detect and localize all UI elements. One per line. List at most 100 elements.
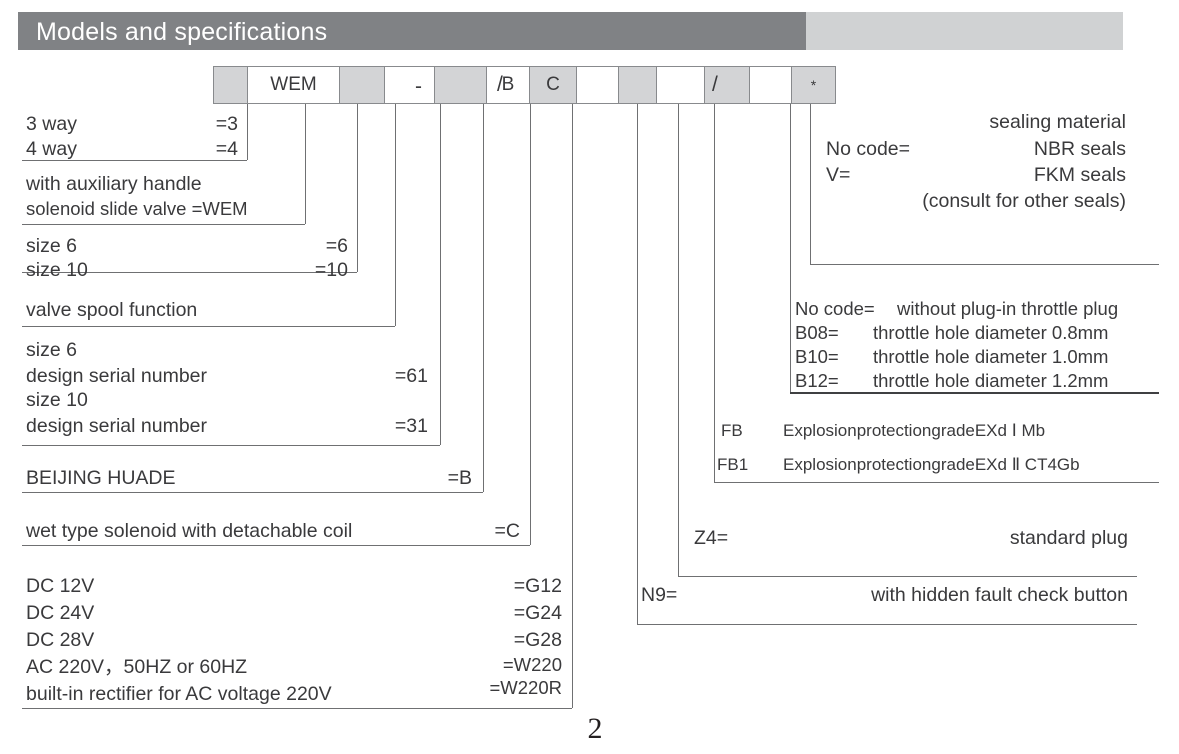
model-code-cell-10: [704, 66, 749, 104]
leader-line-plug-v: [678, 104, 679, 576]
model-code-cell-2: [339, 66, 384, 104]
header-bar-dark: [18, 12, 806, 50]
value-3-way: =3: [215, 113, 238, 135]
label-auxiliary-handle: with auxiliary handle: [26, 173, 202, 195]
value-fault-check: with hidden fault check button: [871, 584, 1128, 606]
model-code-cell-11: [749, 66, 791, 104]
value-size-6: =6: [325, 235, 348, 257]
leader-line-voltage-v: [572, 104, 573, 708]
leader-line-manufacturer-v: [483, 104, 484, 492]
leader-line-explosion-h: [714, 482, 1159, 483]
label-wet-solenoid: wet type solenoid with detachable coil: [26, 520, 353, 542]
label-n9: N9=: [641, 584, 678, 606]
label-no-code-seal: No code=: [826, 138, 911, 160]
label-dc-24v: DC 24V: [26, 602, 95, 624]
value-ac-220v: =W220: [502, 654, 562, 675]
label-manufacturer: BEIJING HUADE: [26, 467, 176, 489]
value-nbr-seals: NBR seals: [1033, 138, 1126, 160]
label-fb: FB: [721, 421, 743, 440]
leader-line-way-h: [22, 160, 247, 161]
leader-line-serial-v: [440, 104, 441, 445]
value-manufacturer: =B: [447, 467, 472, 489]
leader-line-throttle-h: [790, 392, 1159, 394]
value-b10: throttle hole diameter 1.0mm: [873, 346, 1109, 367]
model-code-cell-12: *: [791, 66, 836, 104]
value-fb: ExplosionprotectiongradeEXd Ⅰ Mb: [783, 421, 1046, 440]
leader-line-explosion-v: [714, 104, 715, 482]
leader-line-fault-h: [637, 624, 1137, 625]
value-size-10: =10: [314, 259, 348, 281]
model-code-cell-6: C: [529, 66, 576, 104]
value-builtin-rectifier: =W220R: [489, 677, 563, 698]
label-solenoid-slide-valve: solenoid slide valve =WEM: [26, 198, 248, 219]
leader-line-plug-h: [678, 576, 1137, 577]
leader-line-spool-v: [395, 104, 396, 326]
label-serial-size-10: size 10: [26, 389, 88, 411]
leader-line-valve-type-v: [305, 104, 306, 224]
page-number: 2: [587, 712, 603, 745]
model-code-cell-4: [434, 66, 486, 104]
label-serial-size-6: size 6: [26, 339, 77, 361]
leader-line-way-v: [247, 104, 248, 160]
model-code-cell-0: [213, 66, 247, 104]
label-no-code-throttle: No code=: [795, 298, 875, 319]
model-code-cell-5: B: [486, 66, 529, 104]
leader-line-sealing-h: [810, 264, 1159, 265]
value-fkm-seals: FKM seals: [1033, 164, 1126, 186]
leader-line-manufacturer-h: [22, 492, 483, 493]
model-code-cell-8: [618, 66, 656, 104]
model-code-cell-3: [384, 66, 434, 104]
leader-line-voltage-h: [22, 708, 572, 709]
value-fb1: ExplosionprotectiongradeEXd Ⅱ CT4Gb: [783, 455, 1080, 474]
code-separator-dash: -: [415, 75, 422, 98]
label-dc-28v: DC 28V: [26, 629, 95, 651]
leader-line-size-v: [357, 104, 358, 272]
leader-line-fault-v: [637, 104, 638, 624]
value-dc-28v: =G28: [513, 629, 562, 651]
label-v-seal: V=: [826, 164, 851, 186]
leader-line-throttle-v: [790, 104, 791, 392]
label-fb1: FB1: [717, 455, 749, 474]
value-4-way: =4: [215, 138, 238, 160]
leader-line-serial-h: [22, 445, 440, 446]
label-4-way: 4 way: [26, 138, 77, 160]
model-code-cell-1: WEM: [247, 66, 339, 104]
value-b12: throttle hole diameter 1.2mm: [873, 370, 1109, 391]
leader-line-valve-type-h: [22, 224, 305, 225]
label-b08: B08=: [795, 322, 839, 343]
value-design-serial-number-10: =31: [394, 415, 428, 437]
code-separator-slash-1: /: [497, 73, 503, 96]
model-code-cell-7: [576, 66, 618, 104]
value-standard-plug: standard plug: [1009, 527, 1128, 549]
label-valve-spool-function: valve spool function: [26, 299, 198, 321]
label-b12: B12=: [795, 370, 839, 391]
leader-line-solenoid-v: [530, 104, 531, 545]
value-no-code-throttle: without plug-in throttle plug: [897, 298, 1119, 319]
label-z4: Z4=: [694, 527, 729, 549]
label-3-way: 3 way: [26, 113, 77, 135]
value-b08: throttle hole diameter 0.8mm: [873, 322, 1109, 343]
label-ac-220v: AC 220V，50HZ or 60HZ: [26, 656, 248, 678]
header-bar-light: [806, 12, 1123, 50]
label-design-serial-number-10: design serial number: [26, 415, 208, 437]
label-b10: B10=: [795, 346, 839, 367]
leader-line-size-h: [22, 272, 357, 273]
page-title: Models and specifications: [36, 18, 328, 46]
value-wet-solenoid: =C: [494, 520, 520, 542]
note-consult-other-seals: (consult for other seals): [922, 190, 1126, 212]
label-design-serial-number-6: design serial number: [26, 365, 208, 387]
code-separator-slash-2: /: [712, 73, 718, 96]
value-dc-12v: =G12: [513, 575, 562, 597]
label-dc-12v: DC 12V: [26, 575, 95, 597]
value-dc-24v: =G24: [513, 602, 562, 624]
leader-line-spool-h: [22, 326, 395, 327]
title-sealing-material: sealing material: [989, 111, 1126, 133]
label-size-10: size 10: [26, 259, 88, 281]
leader-line-sealing-v: [810, 104, 811, 264]
model-code-cell-9: [656, 66, 704, 104]
label-builtin-rectifier: built-in rectifier for AC voltage 220V: [26, 683, 332, 705]
leader-line-solenoid-h: [22, 545, 530, 546]
value-design-serial-number-6: =61: [394, 365, 428, 387]
label-size-6: size 6: [26, 235, 77, 257]
